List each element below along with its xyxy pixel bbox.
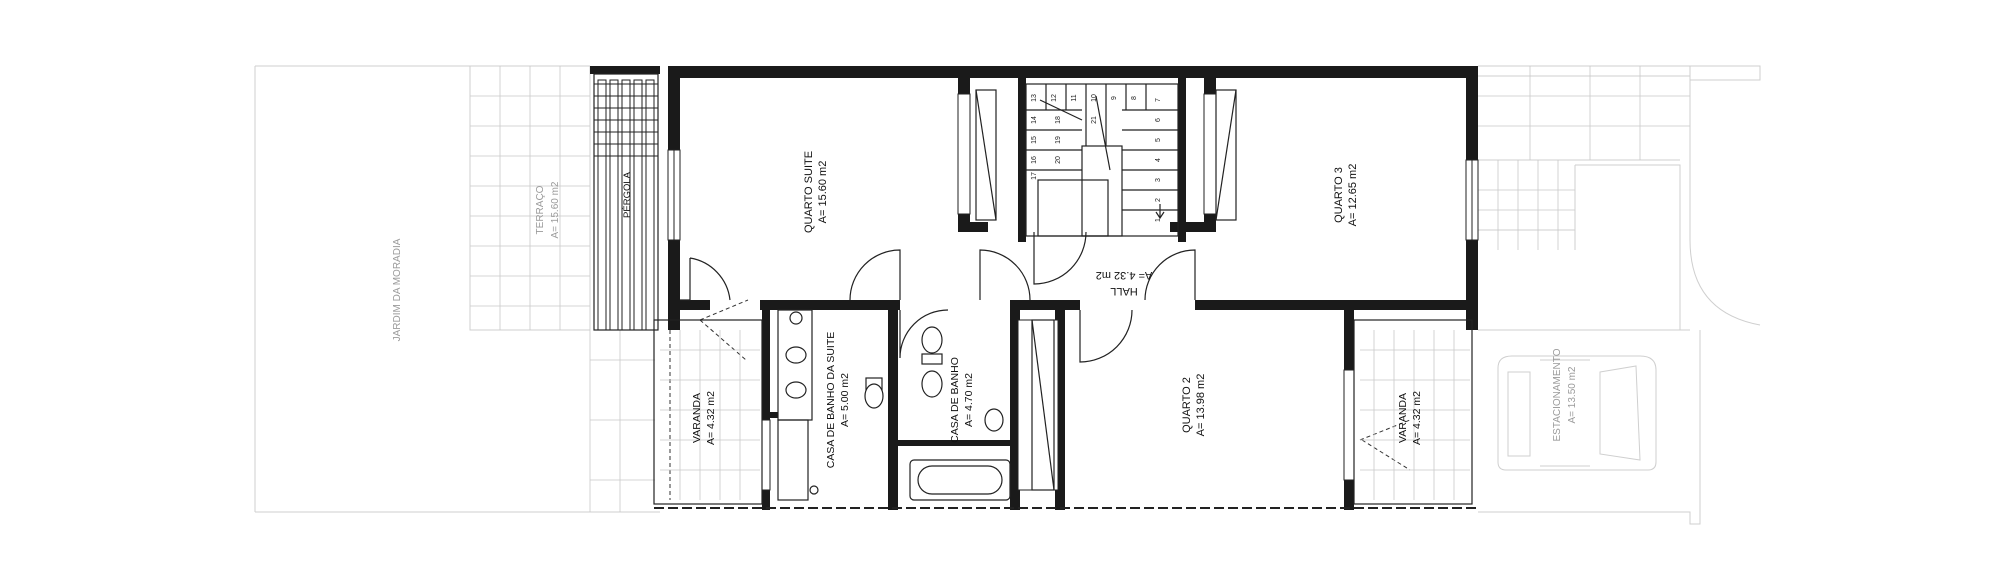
hall-area: A= 4.32 m2 bbox=[1096, 269, 1153, 281]
wardrobes bbox=[975, 89, 1237, 491]
stair-step-number: 21 bbox=[1091, 116, 1098, 124]
stair-step-number: 19 bbox=[1055, 136, 1062, 144]
bathroom-fixtures bbox=[909, 326, 1011, 501]
varanda-right-area: A= 4.32 m2 bbox=[1411, 391, 1423, 445]
stair-step-number: 8 bbox=[1131, 96, 1138, 100]
quarto-suite-label: QUARTO SUITE bbox=[803, 151, 815, 233]
hall-label: HALL bbox=[1110, 285, 1138, 297]
stair-step-number: 6 bbox=[1155, 118, 1162, 122]
exterior-context bbox=[254, 65, 1761, 525]
bidet-icon bbox=[921, 370, 943, 398]
stair-step-number: 4 bbox=[1155, 158, 1162, 162]
quarto-3-area: A= 12.65 m2 bbox=[1347, 164, 1359, 227]
car-icon bbox=[1497, 355, 1657, 471]
stair-step-number: 11 bbox=[1071, 94, 1078, 101]
terraco-grid bbox=[470, 66, 655, 512]
toilet-icon bbox=[921, 326, 943, 365]
stair-step-number: 16 bbox=[1031, 156, 1038, 164]
estacionamento-label: ESTACIONAMENTO bbox=[1552, 348, 1563, 441]
quarto-2-label: QUARTO 2 bbox=[1181, 377, 1193, 433]
banho-suite-area: A= 5.00 m2 bbox=[839, 373, 851, 427]
varanda-left bbox=[653, 319, 763, 505]
pergola-label: PÉRGOLA bbox=[622, 171, 633, 218]
banho-suite-label: CASA DE BANHO DA SUITE bbox=[825, 332, 837, 469]
pergola bbox=[593, 73, 659, 331]
stair-step-number: 5 bbox=[1155, 138, 1162, 142]
parking-grid bbox=[1478, 66, 1690, 250]
stair-step-number: 3 bbox=[1155, 178, 1162, 182]
internal-walls bbox=[668, 66, 1478, 510]
stair-step-number: 1 bbox=[1155, 218, 1162, 222]
bathtub-icon bbox=[909, 459, 1011, 501]
stair-step-number: 12 bbox=[1051, 94, 1058, 102]
toilet-icon bbox=[864, 377, 884, 409]
stair-step-number: 2 bbox=[1155, 198, 1162, 202]
stair-step-number: 18 bbox=[1055, 116, 1062, 124]
jardim-label: JARDIM DA MORADIA bbox=[392, 238, 403, 341]
quarto-2-area: A= 13.98 m2 bbox=[1195, 374, 1207, 437]
quarto-3-label: QUARTO 3 bbox=[1333, 167, 1345, 223]
stair-step-number: 20 bbox=[1055, 156, 1062, 164]
stair-step-number: 17 bbox=[1031, 172, 1038, 180]
outer-walls bbox=[590, 66, 1478, 330]
stair-step-number: 7 bbox=[1155, 98, 1162, 102]
doors bbox=[680, 231, 1411, 471]
varanda-left-area: A= 4.32 m2 bbox=[705, 391, 717, 445]
estacionamento-area: A= 13.50 m2 bbox=[1567, 366, 1578, 423]
varanda-left-label: VARANDA bbox=[691, 393, 703, 443]
terraco-label: TERRAÇO bbox=[535, 185, 546, 234]
varanda-right-label: VARANDA bbox=[1397, 393, 1409, 443]
stair-step-number: 14 bbox=[1031, 116, 1038, 124]
bathroom-suite-fixtures bbox=[777, 309, 884, 501]
stair-step-number: 15 bbox=[1031, 136, 1038, 144]
stair-step-number: 13 bbox=[1031, 94, 1038, 102]
stair-step-number: 10 bbox=[1091, 94, 1098, 102]
banho-area: A= 4.70 m2 bbox=[963, 373, 975, 427]
windows bbox=[667, 93, 1479, 491]
terraco-area: A= 15.60 m2 bbox=[550, 181, 561, 238]
quarto-suite-area: A= 15.60 m2 bbox=[817, 161, 829, 224]
varanda-right bbox=[1353, 319, 1473, 505]
banho-label: CASA DE BANHO bbox=[949, 357, 961, 443]
stair-step-number: 9 bbox=[1111, 96, 1118, 100]
